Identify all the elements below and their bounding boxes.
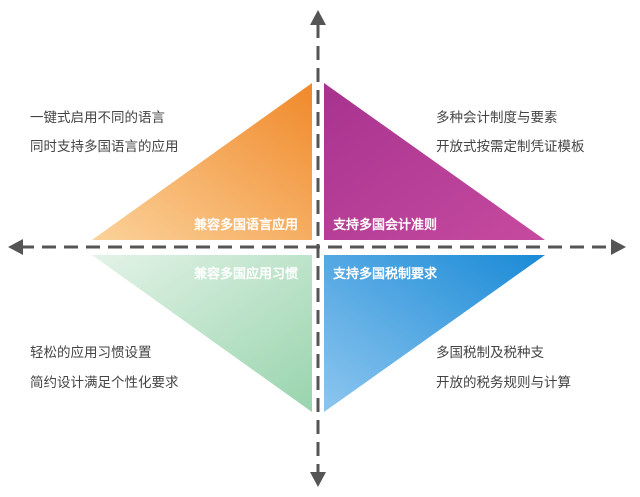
arrow-up-icon — [310, 10, 326, 25]
bottom-right-desc-line-2: 开放的税务规则与计算 — [436, 375, 571, 391]
quadrant-top-right-label: 支持多国会计准则 — [332, 217, 437, 233]
quadrant-top-left-triangle — [92, 83, 312, 240]
quadrant-bottom-right-triangle — [324, 255, 545, 412]
arrow-right-icon — [611, 239, 626, 255]
top-right-desc-line-2: 开放式按需定制凭证模板 — [436, 139, 585, 155]
quadrant-bottom-right-label: 支持多国税制要求 — [332, 266, 438, 282]
top-right-desc-line-1: 多种会计制度与要素 — [436, 109, 558, 126]
bottom-left-desc-line-1: 轻松的应用习惯设置 — [30, 344, 152, 361]
quadrant-top-left-label: 兼容多国语言应用 — [194, 217, 298, 233]
bottom-left-desc-line-2: 简约设计满足个性化要求 — [30, 374, 179, 391]
top-left-desc-line-2: 同时支持多国语言的应用 — [30, 138, 179, 155]
arrow-down-icon — [310, 472, 326, 487]
quadrant-bottom-left-label: 兼容多国应用习惯 — [194, 266, 298, 282]
quadrant-top-right-triangle — [324, 83, 545, 240]
top-left-desc-line-1: 一键式启用不同的语言 — [30, 110, 165, 126]
quadrant-bottom-left-triangle — [92, 255, 312, 412]
bottom-right-desc-line-1: 多国税制及税种支 — [436, 344, 544, 361]
arrow-left-icon — [8, 239, 23, 255]
